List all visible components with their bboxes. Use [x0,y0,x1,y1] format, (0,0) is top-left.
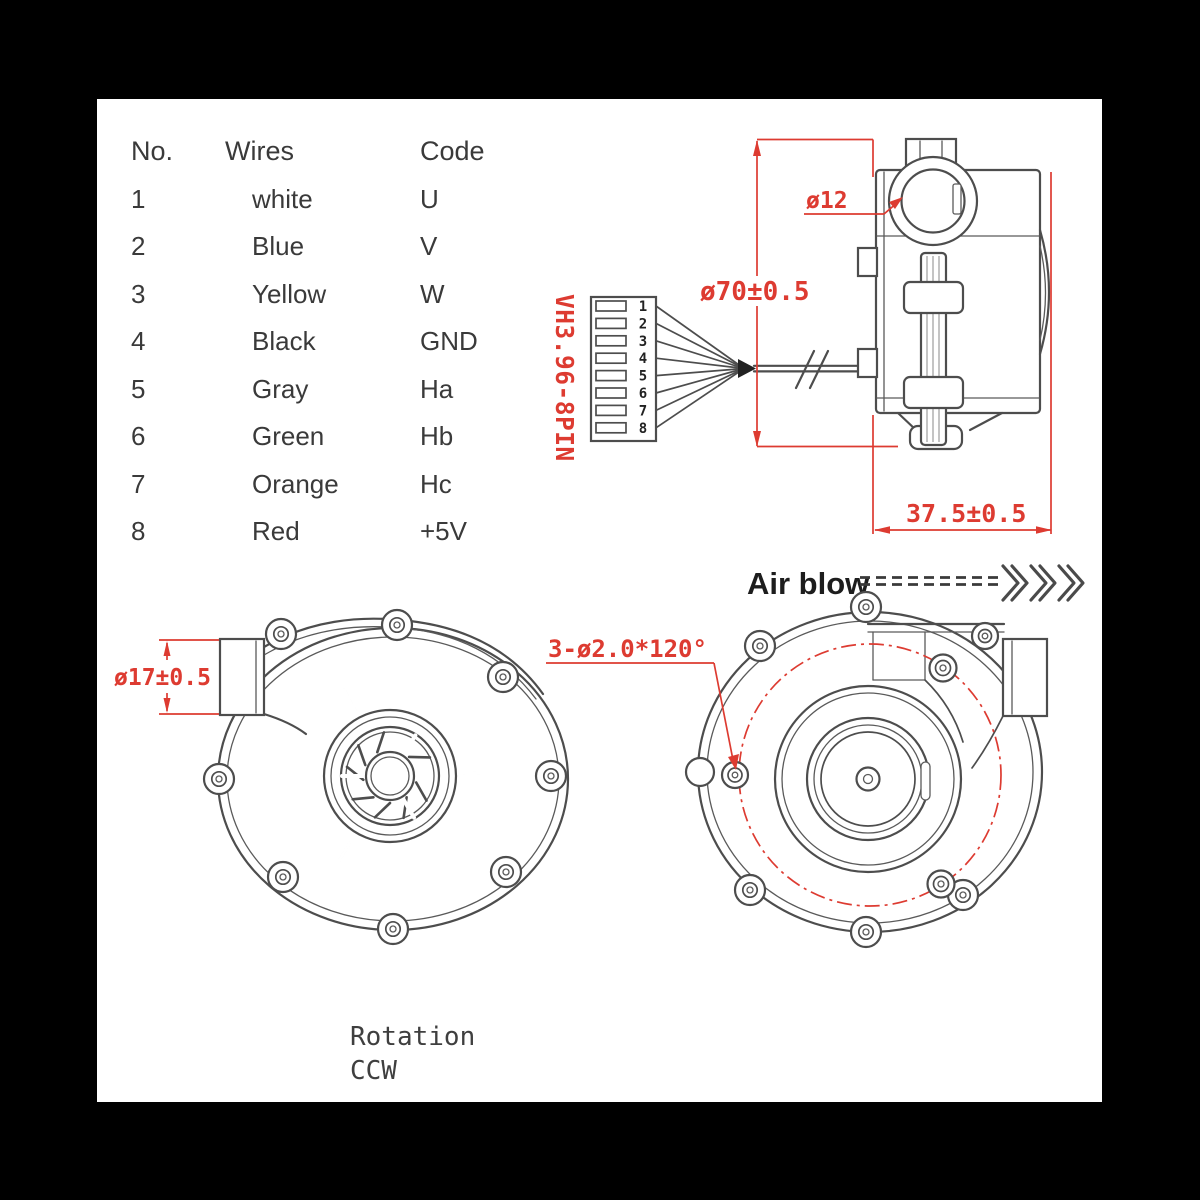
casing-vanes [338,687,490,862]
row-no: 6 [131,421,146,451]
connector-pin-slots [595,300,627,434]
row-wire: Green [252,421,325,451]
table-row: 7 Orange Hc [97,469,1102,499]
row-wire: Black [252,326,316,356]
rotation-label: Rotation [350,1022,475,1052]
outlet-dimension-label: ø17±0.5 [114,665,211,691]
motor-side-view [856,137,1051,451]
row-no: 7 [131,469,146,499]
connector-pin-numbers: 1 2 3 4 5 6 7 8 [639,299,647,437]
rotation-direction: CCW [350,1056,397,1086]
outlet-tube [218,637,266,717]
impeller-blades [345,731,432,820]
rear-center-rings [773,684,963,874]
row-no: 2 [131,231,146,261]
impeller-spokes [340,733,418,820]
table-row: 5 Gray Ha [97,374,1102,404]
table-row: 8 Red +5V [97,516,1102,546]
row-no: 8 [131,516,146,546]
rotation-note: Rotation CCW [350,1022,475,1086]
cable-break-mark [808,349,830,390]
body-tab [856,246,879,278]
row-wire: white [252,184,313,214]
holes-dimension-label: 3-ø2.0*120° [548,635,707,663]
row-wire: Blue [252,231,305,261]
side-view-dimensions: ø70±0.5 ø12 37.5±0.5 [696,138,1052,534]
svg-text:1: 1 [639,299,647,315]
svg-text:6: 6 [639,386,647,402]
header-wires: Wires [225,136,294,166]
svg-text:2: 2 [639,316,647,332]
rear-outlet-tube [1001,637,1049,718]
cable [752,349,879,390]
connector-label: VH3.96-8PIN [550,294,579,462]
impeller [339,725,441,827]
row-code: V [420,231,438,261]
row-code: W [420,279,445,309]
svg-text:3: 3 [639,334,647,350]
header-no: No. [131,136,174,166]
connector-drawing: VH3.96-8PIN 1 2 3 4 5 6 7 [550,294,879,462]
cable-junction [738,359,756,378]
body-bulge [1038,228,1051,356]
cable-break-mark [794,349,816,390]
header-code: Code [420,136,485,166]
shaft-clamp [902,375,965,410]
svg-text:8: 8 [639,421,647,437]
blower-front-view: ø17±0.5 [114,608,570,946]
outlet-dimension: ø17±0.5 [114,639,219,715]
row-wire: Yellow [252,279,327,309]
rear-mounting-lugs [684,590,1000,949]
blower-rear-view: 3-ø2.0*120° [546,590,1049,949]
row-no: 3 [131,279,146,309]
row-no: 1 [131,184,146,214]
drawing-sheet: No. Wires Code 1 white U 2 Blue V 3 Yell… [97,99,1102,1102]
row-code: Hc [420,469,452,499]
port-key-notch [952,183,962,215]
wire-fan [655,305,745,429]
row-code: GND [420,326,478,356]
shaft-clamp [902,280,965,315]
holes-dimension: 3-ø2.0*120° [546,635,739,770]
table-row: 3 Yellow W [97,279,1102,309]
row-no: 4 [131,326,146,356]
table-row: 4 Black GND [97,326,1102,356]
svg-text:7: 7 [639,403,647,419]
width-dimension-label: 37.5±0.5 [906,499,1026,528]
rear-slot [920,761,931,801]
airflow-annotation: Air blow [747,564,1085,602]
inlet-ring [322,708,458,844]
row-code: Ha [420,374,454,404]
table-row: 2 Blue V [97,231,1102,261]
row-wire: Orange [252,469,339,499]
mounting-holes [720,653,958,899]
port-dimension-label: ø12 [806,188,848,214]
bolt-circle [738,643,1002,907]
technical-drawing: VH3.96-8PIN 1 2 3 4 5 6 7 [114,137,1085,1086]
front-mounting-lugs [202,608,568,946]
svg-text:4: 4 [639,351,647,367]
row-wire: Red [252,516,300,546]
airflow-direction-chevrons [1001,564,1085,602]
wiring-table-header: No. Wires Code [97,136,1102,166]
row-code: U [420,184,439,214]
impeller-hub [364,750,416,802]
row-no: 5 [131,374,146,404]
table-row: 1 white U [97,184,1102,214]
row-wire: Gray [252,374,309,404]
height-dimension-label: ø70±0.5 [700,277,810,307]
row-code: Hb [420,421,454,451]
svg-text:5: 5 [639,369,647,385]
row-code: +5V [420,516,467,546]
airflow-label: Air blow [747,566,870,601]
body-tab [856,347,879,379]
table-row: 6 Green Hb [97,421,1102,451]
